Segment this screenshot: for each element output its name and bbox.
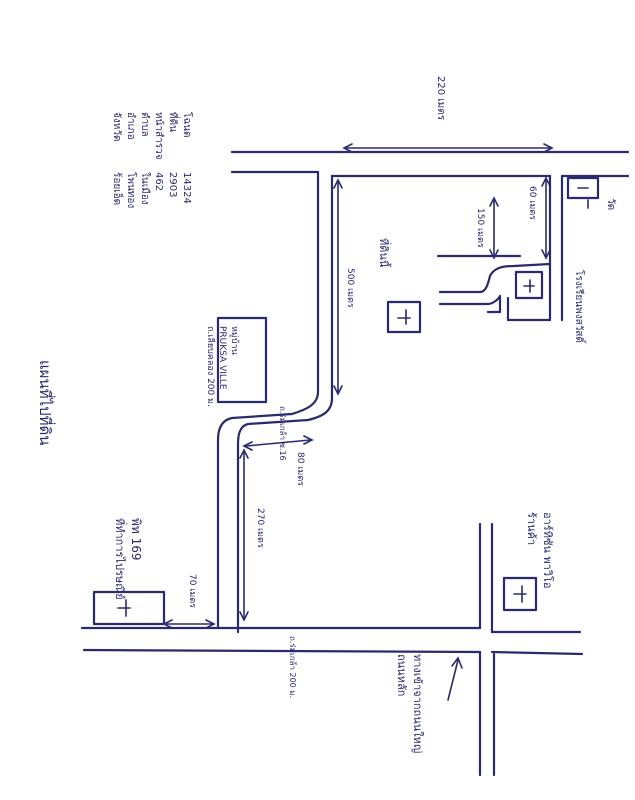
school-label: โรงเรียนพงสวัสดิ์ — [573, 270, 587, 344]
dim-500 — [333, 178, 343, 396]
temple-building — [566, 176, 600, 200]
map-title: แผนที่ไปที่ดิน — [36, 360, 56, 446]
lane-bottom — [506, 296, 552, 322]
dim-60 — [541, 176, 551, 260]
market-building — [502, 576, 538, 612]
plot-label: ที่ดินนี้ — [377, 238, 392, 268]
main-road-label: ถ.ร่มเกล้า 200 ม. — [288, 636, 297, 698]
soi-left-edge — [216, 170, 320, 630]
mall-building — [92, 590, 166, 626]
market-label-line1: อาร์ทิซัน พาวิโอ — [541, 512, 555, 589]
soi-road-label: ถ.ร่มเกล้า ซ.16 — [278, 406, 287, 461]
province-label: จังหวัด — [111, 112, 122, 141]
district-value: โพนทอง — [125, 172, 138, 208]
road-main-lower-edge — [82, 648, 482, 654]
survey-value: 462 — [153, 172, 164, 191]
dim-270 — [239, 448, 249, 622]
village-sign-line3: ถ.เลียบคลอง 200 ม. — [205, 326, 216, 407]
mall-label-line1: พิท 169 — [129, 518, 143, 561]
entrance-label-line1: ทางเข้าจากถนนใหญ่ — [411, 654, 424, 753]
dim-220 — [342, 143, 554, 153]
dim-70 — [162, 619, 216, 629]
soi-right-edge — [236, 174, 334, 634]
deed-label: โฉนด — [181, 112, 194, 138]
dim-220-label: 220 เมตร — [435, 76, 446, 121]
entrance-arrow — [447, 656, 463, 701]
mall-label-line2: ที่ทำการไปรษณีย์ — [113, 518, 128, 600]
land-no-label: ที่ดิน — [167, 112, 181, 132]
subdistrict-value: ในเมือง — [139, 172, 151, 205]
province-value: ร้อยเอ็ด — [111, 172, 125, 205]
village-sign-line2: PRUKSA VILLE — [217, 326, 227, 390]
plot-marker — [514, 270, 544, 300]
land-no-value: 2903 — [167, 172, 178, 197]
mall-flag-icon — [117, 599, 131, 617]
market-label-line2: ร้านค้า — [525, 512, 538, 545]
temple-label: วัด — [605, 198, 616, 210]
entrance-label-line2: ถนนหลัก — [395, 654, 408, 696]
dim-150 — [489, 196, 499, 260]
lane-curve-inner — [438, 294, 502, 314]
village-sign-box — [216, 316, 268, 404]
village-sign-line1: หมู่บ้าน — [229, 326, 240, 355]
dim-60-label: 60 เมตร — [527, 186, 537, 220]
district-label: อำเภอ — [125, 112, 136, 140]
dim-500-label: 500 เมตร — [345, 268, 355, 308]
dim-270-label: 270 เมตร — [255, 508, 265, 548]
lane-curve-outer — [438, 262, 552, 294]
land-info-block: โฉนด 14324 ที่ดิน 2903 หน้าสำรวจ 462 ตำบ… — [111, 112, 194, 208]
dim-150-label: 150 เมตร — [475, 208, 485, 248]
dim-80 — [242, 435, 314, 451]
plot-marker-flag — [523, 279, 535, 293]
market-flag-icon — [513, 585, 527, 603]
dim-80-label: 80 เมตร — [295, 452, 305, 486]
school-building — [386, 300, 422, 334]
road-main-lower-edge-right — [490, 650, 584, 656]
dim-70-label: 70 เมตร — [187, 574, 197, 608]
school-flag-icon — [397, 309, 411, 325]
subdistrict-label: ตำบล — [139, 112, 150, 137]
survey-label: หน้าสำรวจ — [153, 112, 165, 160]
deed-number: 14324 — [181, 172, 192, 204]
